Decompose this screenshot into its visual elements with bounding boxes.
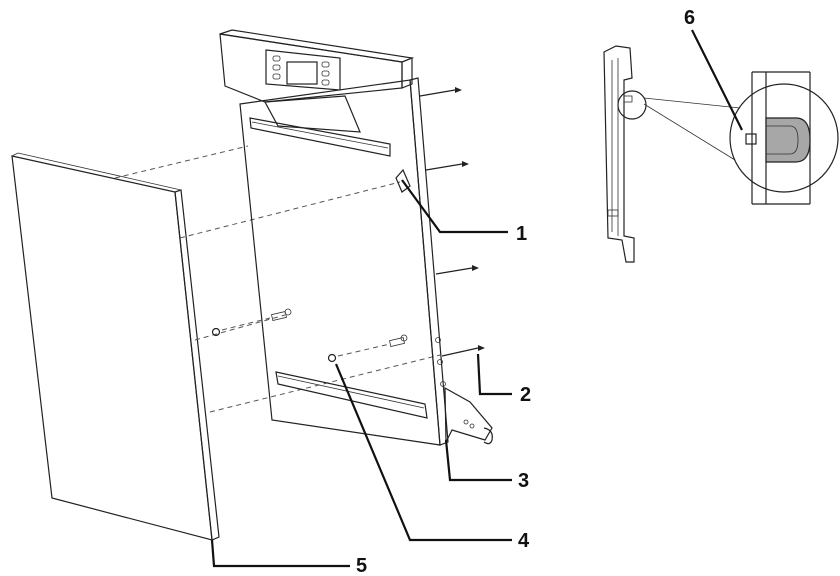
alignment-lines <box>114 145 441 413</box>
side-screws <box>419 87 485 357</box>
callout-1: 1 <box>516 223 527 245</box>
side-view <box>603 45 647 263</box>
detail-marker <box>617 90 647 120</box>
front-screws <box>211 308 408 363</box>
lower-slot <box>275 371 428 419</box>
dishwasher-door <box>219 29 493 446</box>
leader-lines <box>210 29 743 568</box>
panel-buttons <box>272 55 330 86</box>
upper-slot <box>249 117 391 157</box>
decor-panel <box>11 152 220 541</box>
callout-4: 4 <box>518 530 530 552</box>
callout-6: 6 <box>684 7 695 29</box>
callout-2: 2 <box>520 384 531 406</box>
display-window <box>286 61 318 85</box>
callout-3: 3 <box>518 470 529 492</box>
hinge-bracket <box>444 386 493 443</box>
callout-5: 5 <box>356 555 367 576</box>
magnified-detail <box>643 71 839 205</box>
detail-screw <box>745 133 757 145</box>
control-panel <box>219 33 403 103</box>
